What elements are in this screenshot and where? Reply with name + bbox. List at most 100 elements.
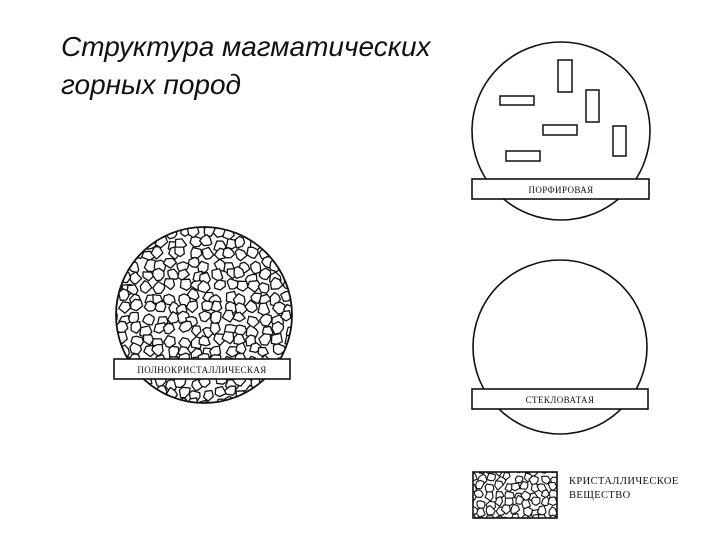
- crystal-grain: [473, 472, 478, 482]
- crystal-grain: [96, 272, 108, 285]
- crystal-grain: [187, 406, 199, 416]
- crystal-grain: [460, 508, 470, 518]
- phenocryst: [612, 125, 627, 157]
- crystal-grain: [210, 204, 220, 215]
- crystal-grain: [96, 236, 109, 247]
- crystal-grain: [132, 398, 145, 403]
- crystal-grain: [248, 206, 257, 217]
- crystal-grain: [296, 257, 306, 268]
- crystal-grain: [197, 408, 209, 419]
- crystal-grain: [547, 523, 556, 532]
- crystal-grain: [494, 456, 503, 464]
- crystal-grain: [270, 384, 284, 398]
- crystal-grain: [296, 249, 305, 261]
- crystal-grain: [97, 293, 108, 304]
- crystal-grain: [246, 246, 259, 260]
- crystal-grain: [466, 460, 475, 469]
- crystal-grain: [294, 377, 306, 389]
- crystal-grain: [295, 209, 308, 220]
- crystal-grain: [190, 325, 202, 337]
- crystal-grain: [559, 459, 569, 467]
- crystal-grain: [201, 246, 215, 260]
- crystal-grain: [246, 280, 262, 293]
- crystal-grain: [222, 247, 236, 259]
- crystal-grain: [116, 239, 120, 253]
- crystal-grain: [179, 278, 193, 292]
- crystal-grain: [201, 300, 214, 312]
- crystal-grain: [166, 311, 180, 325]
- crystal-grain: [178, 320, 193, 333]
- crystal-grain: [559, 482, 567, 492]
- crystal-grain: [235, 407, 246, 419]
- crystal-grain: [269, 276, 284, 290]
- crystal-grain: [493, 472, 503, 477]
- crystal-grain: [250, 292, 262, 305]
- crystal-grain: [290, 310, 292, 324]
- phenocryst: [585, 89, 600, 123]
- crystal-grain: [151, 267, 165, 282]
- crystal-grain: [174, 246, 185, 258]
- crystal-grain: [547, 496, 557, 507]
- crystal-grain: [259, 313, 273, 327]
- crystal-grain: [198, 206, 210, 218]
- crystal-grain: [280, 396, 292, 403]
- crystal-grain: [556, 500, 557, 501]
- crystal-grain: [523, 522, 531, 531]
- crystal-grain: [198, 335, 211, 347]
- crystal-grain: [98, 264, 108, 275]
- crystal-grain: [91, 409, 104, 421]
- crystal-grain: [283, 269, 292, 283]
- crystal-grain: [468, 524, 477, 532]
- crystal-grain: [185, 300, 199, 314]
- porphyritic-label-box: [471, 178, 650, 200]
- crystal-grain: [108, 408, 118, 420]
- crystal-grain: [485, 504, 496, 516]
- crystal-grain: [186, 287, 200, 301]
- crystal-grain: [280, 384, 292, 397]
- crystal-grain: [541, 475, 552, 485]
- crystal-grain: [556, 472, 557, 474]
- crystal-grain: [297, 407, 309, 419]
- crystal-grain: [189, 216, 201, 226]
- crystal-grain: [529, 456, 539, 464]
- crystal-grain: [104, 321, 116, 333]
- crystal-grain: [153, 227, 168, 229]
- crystal-grain: [198, 310, 212, 323]
- crystal-grain: [199, 234, 213, 247]
- crystal-grain: [271, 238, 284, 252]
- crystal-grain: [279, 250, 292, 265]
- crystal-grain: [459, 482, 468, 489]
- crystal-grain: [273, 248, 285, 262]
- glassy-label-box: [471, 388, 649, 410]
- crystal-grain: [116, 268, 119, 280]
- crystal-grain: [222, 410, 232, 422]
- crystal-grain: [296, 342, 306, 355]
- crystal-grain: [258, 209, 268, 221]
- crystal-grain: [94, 278, 107, 289]
- crystal-grain: [178, 386, 191, 399]
- crystal-grain: [116, 380, 123, 391]
- crystal-grain: [116, 227, 130, 239]
- crystal-grain: [221, 330, 235, 345]
- crystal-grain: [129, 271, 143, 285]
- crystal-grain: [284, 347, 292, 359]
- crystal-grain: [98, 219, 109, 230]
- crystal-grain: [118, 378, 131, 392]
- crystal-grain: [295, 333, 306, 344]
- crystal-grain: [547, 459, 555, 469]
- crystal-grain: [495, 515, 504, 518]
- legend-label-line-2: ВЕЩЕСТВО: [569, 490, 631, 501]
- holocrystalline-outline: [115, 226, 293, 404]
- phenocryst: [505, 150, 541, 162]
- crystal-grain: [530, 526, 539, 535]
- crystal-grain: [226, 206, 238, 219]
- crystal-grain: [146, 408, 157, 419]
- glassy-texture: СТЕКЛОВАТАЯ: [471, 259, 649, 435]
- crystal-grain: [132, 407, 144, 419]
- crystal-grain: [556, 522, 565, 531]
- crystal-grain: [121, 205, 133, 214]
- crystal-grain: [141, 230, 157, 242]
- crystal-grain: [272, 301, 287, 315]
- crystal-grain: [130, 298, 144, 312]
